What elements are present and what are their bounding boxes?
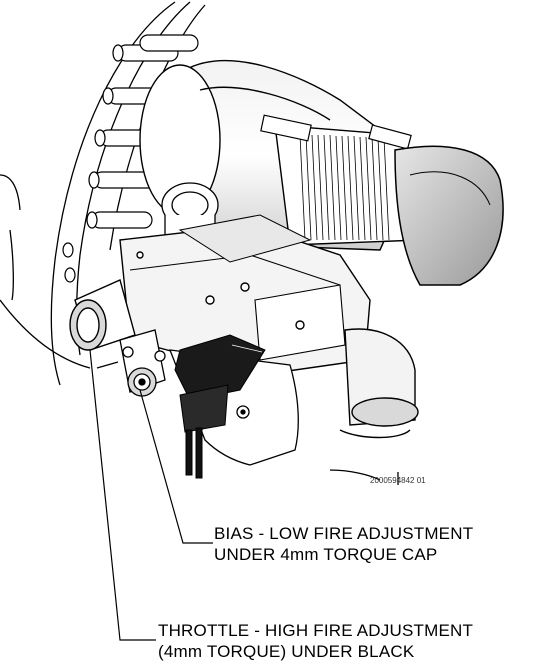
throttle-callout-line2: (4mm TORQUE) UNDER BLACK [158,642,415,661]
black-connector [174,334,266,479]
ring-ports [62,34,199,283]
motor-fins [260,114,421,246]
gas-inlet-pipe [69,279,136,351]
bias-callout: BIAS - LOW FIRE ADJUSTMENT UNDER 4mm TOR… [214,523,473,565]
leader-lines [89,349,213,641]
bias-leader-line [139,389,213,544]
bias-callout-line1: BIAS - LOW FIRE ADJUSTMENT [214,524,474,543]
bias-callout-line2: UNDER 4mm TORQUE CAP [214,545,438,564]
throttle-callout: THROTTLE - HIGH FIRE ADJUSTMENT (4mm TOR… [158,620,473,662]
figure-code: 2000594842 01 [370,476,426,485]
gas-valve-body [119,214,371,376]
outlet-elbow [339,328,419,439]
throttle-leader-line [89,349,156,641]
motor-end-cap [394,145,504,286]
throttle-callout-line1: THROTTLE - HIGH FIRE ADJUSTMENT [158,621,474,640]
